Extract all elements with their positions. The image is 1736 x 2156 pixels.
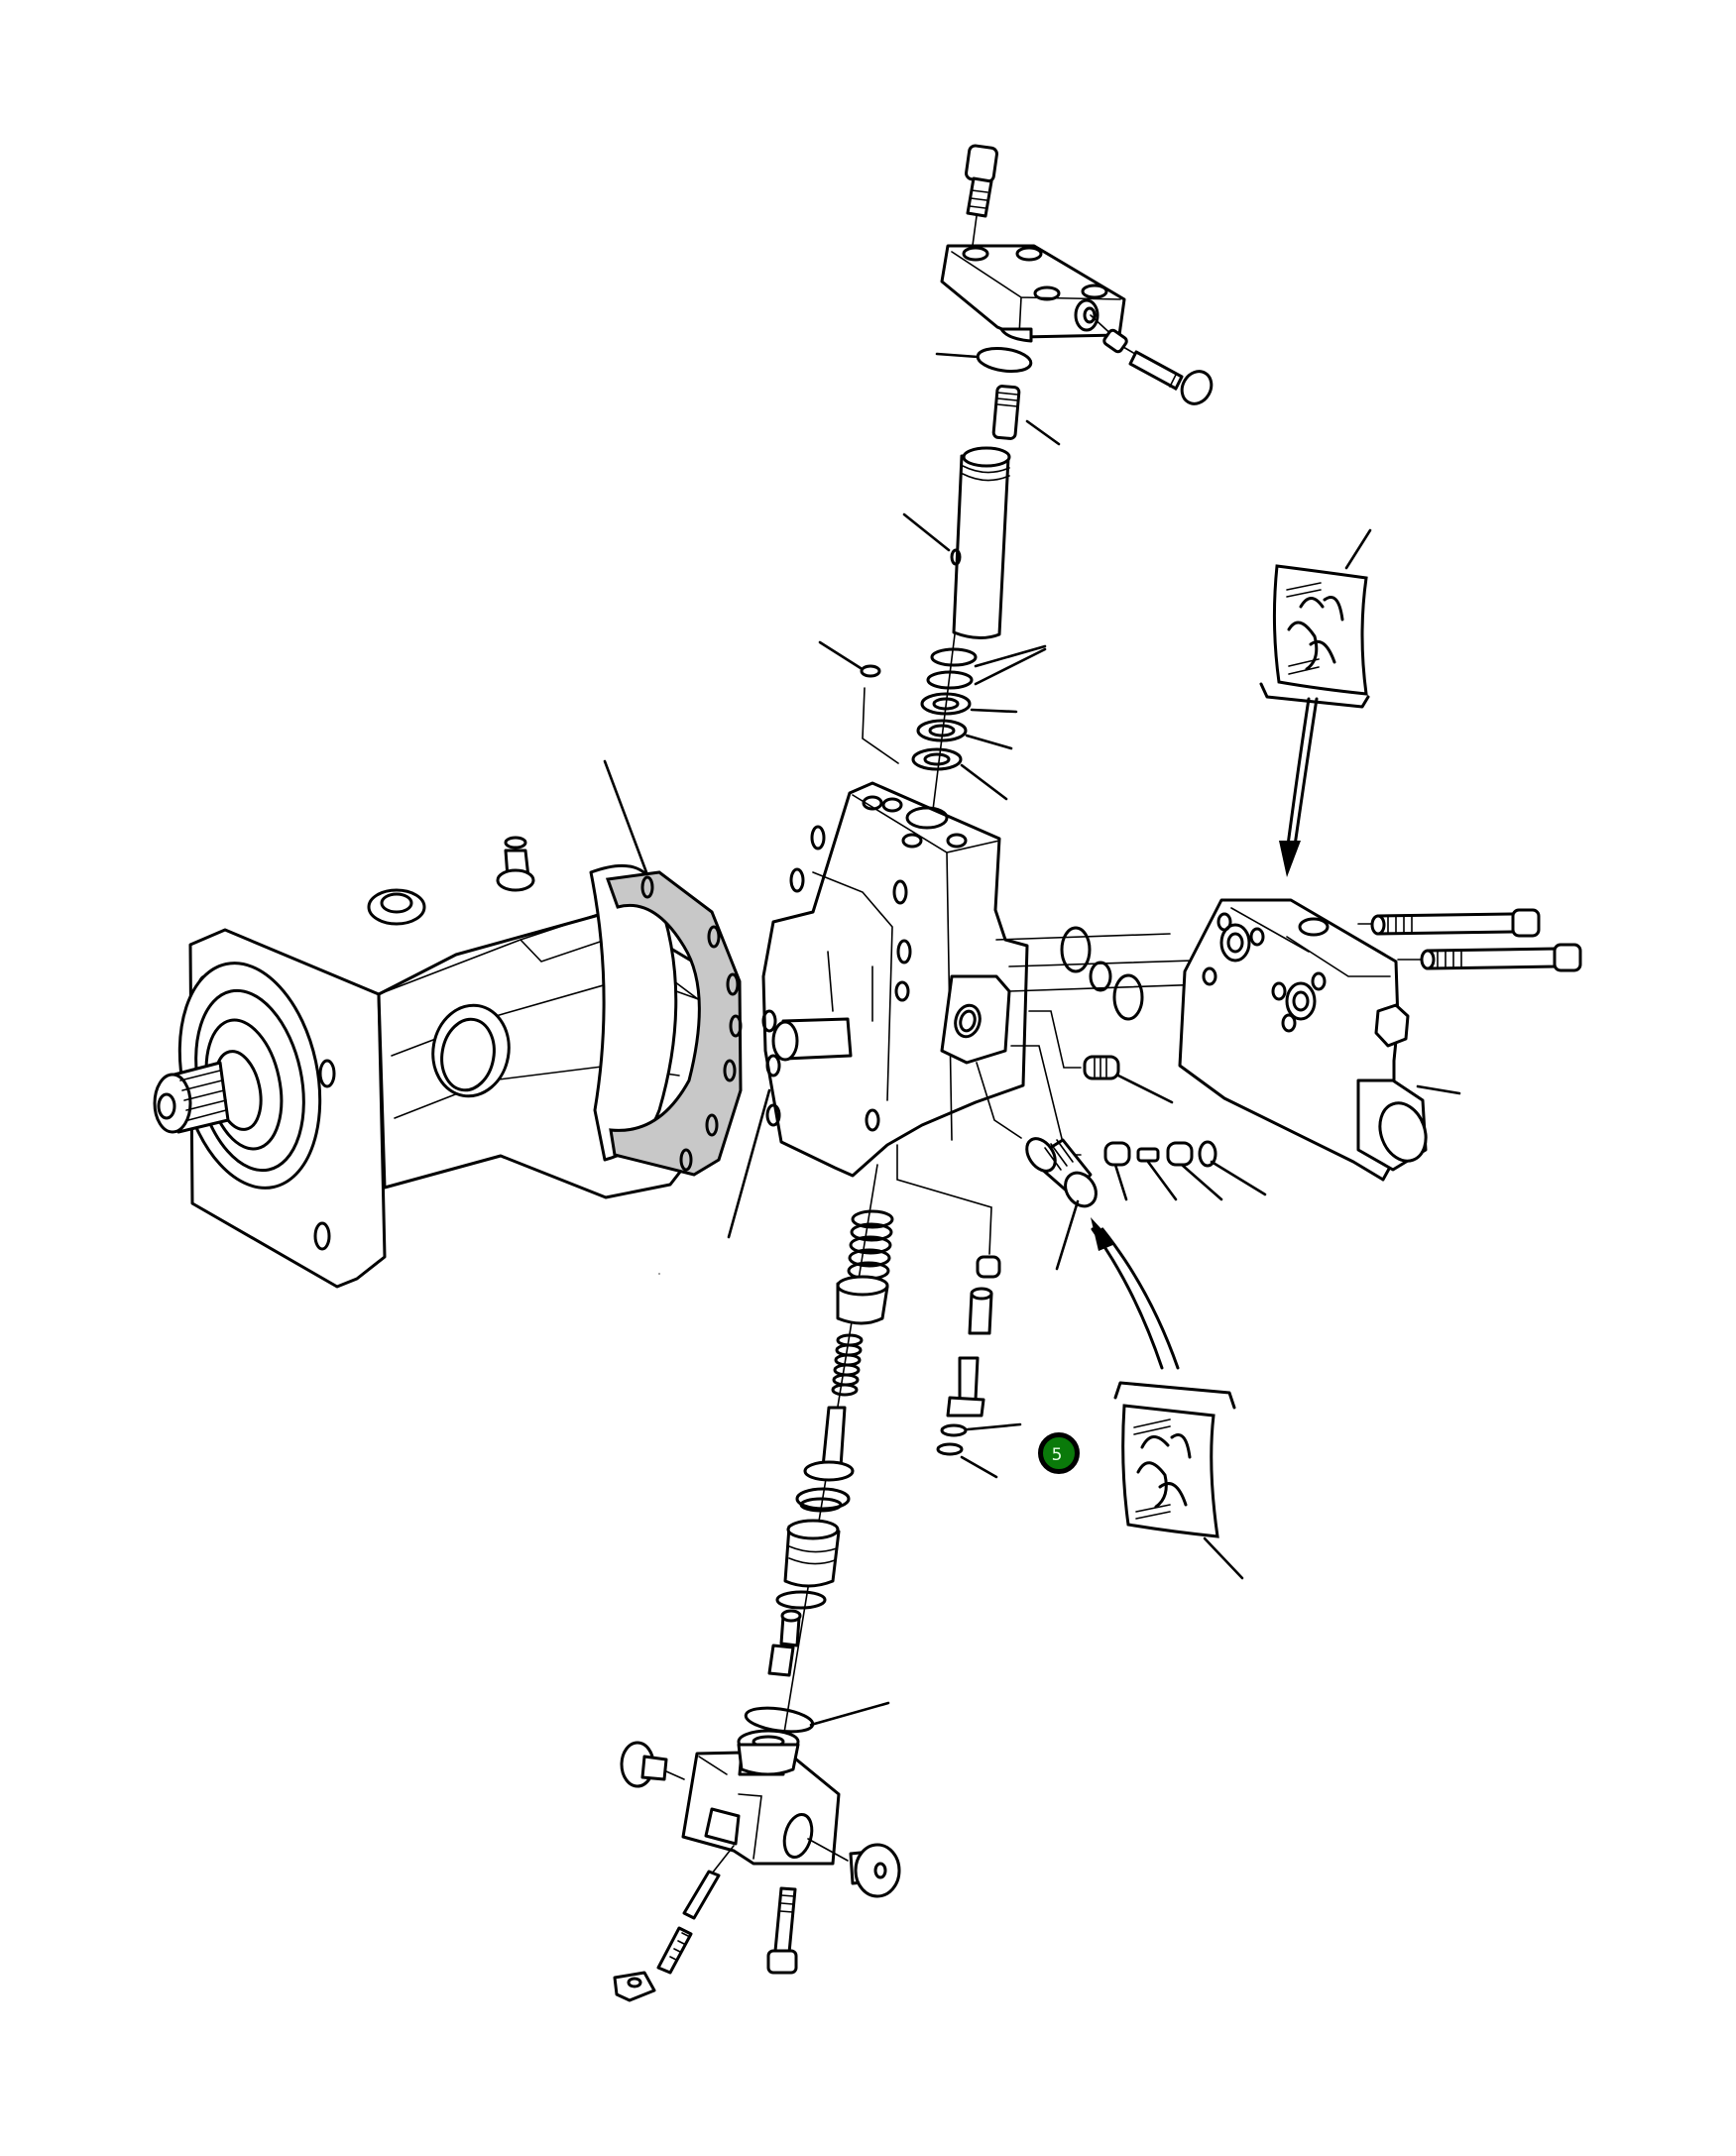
relief-valve-cartridge [976,1062,1098,1271]
side-cap-screw [1090,314,1214,405]
flange-gasket [603,759,743,1177]
callout-marker-5[interactable]: 5 [1038,1432,1080,1474]
long-bolt-upper [1357,908,1541,938]
set-screw-chain [1010,1010,1267,1201]
small-valve-stack [896,1144,1022,1479]
top-bracket-block [940,244,1126,343]
hydraulic-motor-body [153,836,724,1289]
long-bolt-lower [1397,943,1582,972]
callout-number: 5 [1051,1445,1063,1465]
control-piston [902,446,1011,639]
top-o-ring [935,346,1033,374]
top-cap-bolt [965,144,998,254]
small-snap-ring [818,640,899,764]
stray-dot [658,1273,660,1275]
right-valve-block [1178,898,1461,1182]
seal-kit-bag-top [1259,528,1372,877]
small-plug [991,385,1061,446]
seal-ring-stack [911,633,1047,819]
spring-spool-stack [744,1164,894,1800]
seal-kit-bag-bottom [1091,1217,1244,1580]
port-plate-housing [727,781,1029,1239]
bottom-valve-block [613,1729,901,2002]
